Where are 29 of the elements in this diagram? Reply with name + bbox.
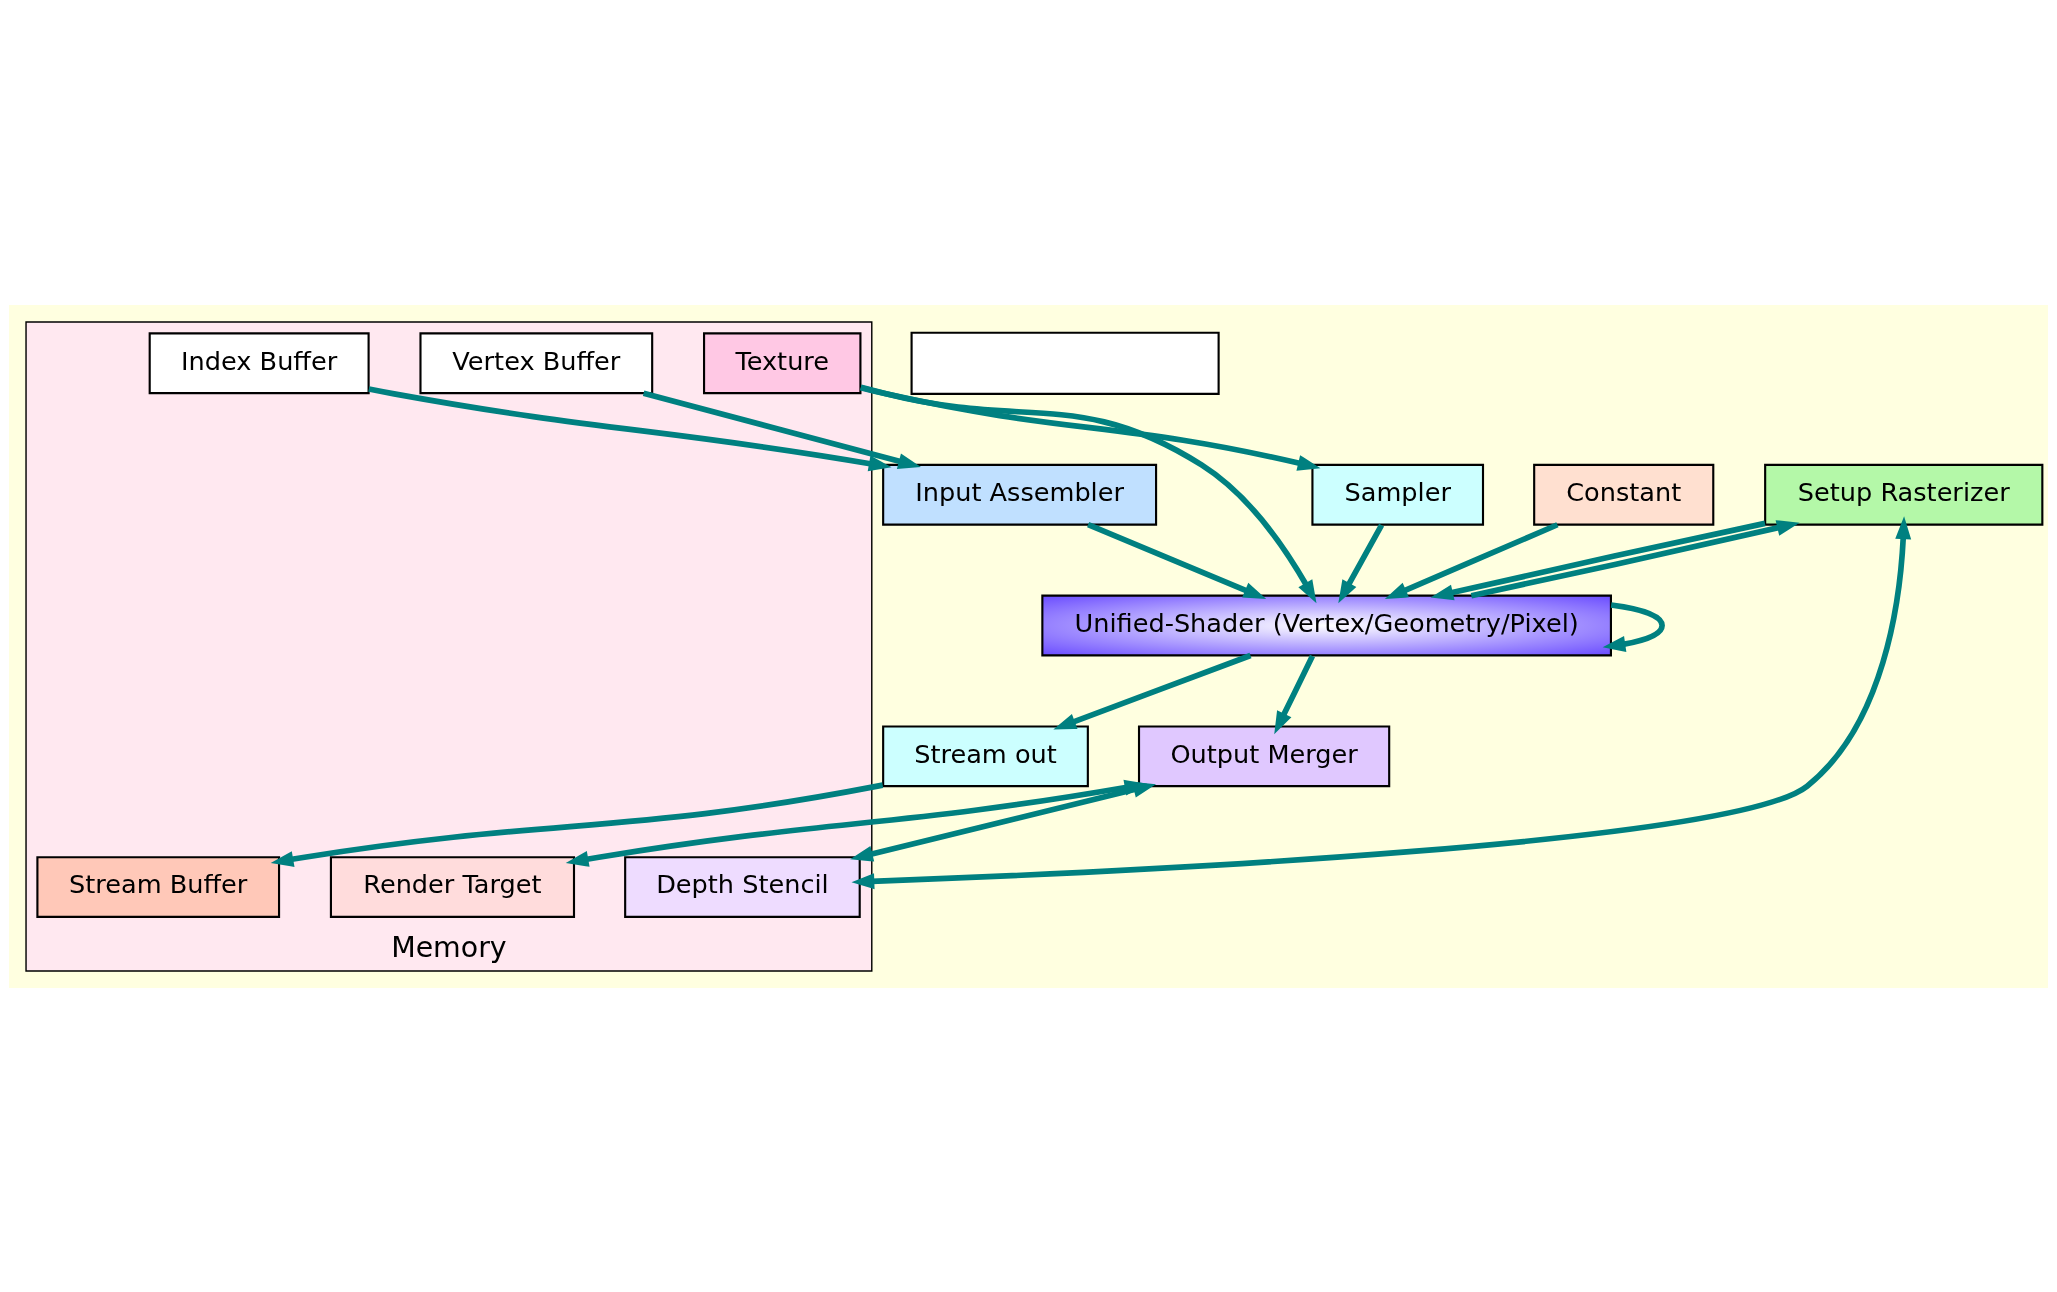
arrow: [1470, 519, 1800, 598]
node-box: Index Buffer: [148, 331, 370, 394]
arrow: [1338, 523, 1385, 603]
node-box: Constant: [1533, 463, 1715, 526]
arrow: [1087, 521, 1267, 599]
node-box: Depth Stencil: [624, 855, 861, 918]
node-box: Texture: [703, 331, 862, 394]
node-box: [910, 331, 1220, 395]
arrow: [1274, 654, 1315, 734]
arrow: [642, 390, 921, 469]
node-box: Sampler: [1311, 463, 1485, 526]
arrow: [1384, 521, 1559, 599]
node-box: Unified-Shader (Vertex/Geometry/Pixel): [1041, 594, 1612, 656]
node-box: Stream Buffer: [36, 855, 281, 918]
node-box: Render Target: [329, 855, 576, 918]
node-box: Stream out: [882, 724, 1089, 787]
arrow: [565, 779, 1148, 867]
arrow: [860, 384, 1321, 471]
node-box: Input Assembler: [882, 463, 1158, 526]
arrow: [368, 385, 892, 471]
arrow: [860, 384, 1317, 603]
arrow: [270, 781, 884, 867]
arrow: [1053, 652, 1252, 729]
node-box: Vertex Buffer: [419, 331, 654, 394]
arrow: [1602, 601, 1665, 652]
node-box: Output Merger: [1137, 724, 1391, 787]
arrow: [1430, 520, 1766, 600]
node-box: Setup Rasterizer: [1764, 463, 2044, 526]
arrow: [851, 515, 1912, 889]
